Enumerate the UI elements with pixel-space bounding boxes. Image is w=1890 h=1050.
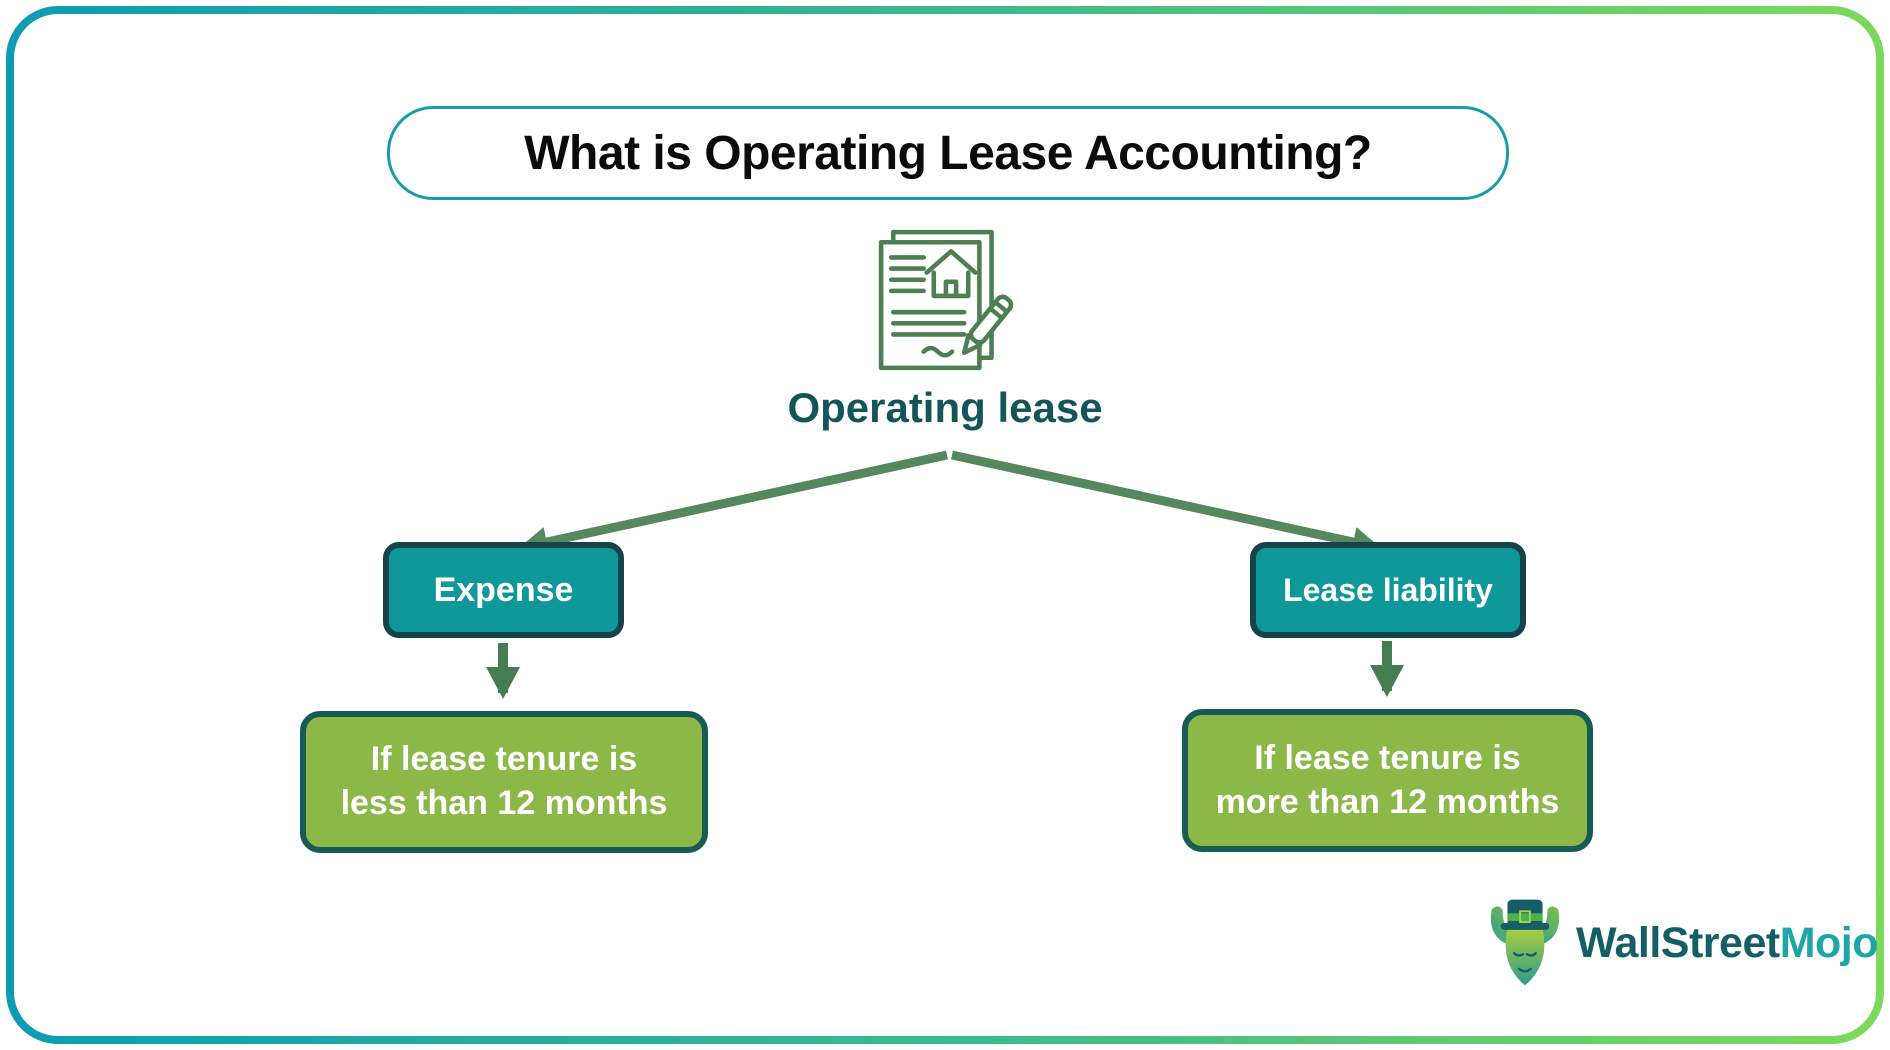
wordmark-wallstreet: WallStreet — [1576, 918, 1780, 967]
title-pill: What is Operating Lease Accounting? — [387, 106, 1509, 200]
signature-squiggle — [921, 345, 955, 358]
pencil-shape — [961, 294, 1014, 355]
house-walls-shape — [931, 270, 971, 299]
condition-box-lease-liability: If lease tenure is more than 12 months — [1182, 709, 1593, 852]
house-door-shape — [943, 279, 959, 299]
page-title: What is Operating Lease Accounting? — [524, 126, 1372, 180]
condition-expense-line1: If lease tenure is — [370, 740, 638, 779]
text-lines-top — [888, 255, 926, 294]
lease-agreement-document-icon — [868, 224, 1030, 376]
node-expense: Expense — [383, 542, 624, 638]
node-lease-liability: Lease liability — [1250, 542, 1526, 638]
condition-box-expense: If lease tenure is less than 12 months — [300, 711, 708, 853]
condition-liability-line1: If lease tenure is — [1254, 738, 1521, 777]
wordmark-mojo: Mojo — [1779, 918, 1879, 967]
node-lease-liability-label: Lease liability — [1283, 571, 1493, 608]
house-roof-shape — [924, 249, 978, 275]
condition-liability-line2: more than 12 months — [1215, 782, 1560, 821]
root-node-label: Operating lease — [787, 384, 1103, 431]
condition-expense-line2: less than 12 months — [340, 784, 668, 822]
node-expense-label: Expense — [433, 570, 574, 609]
text-lines-bottom — [890, 309, 967, 337]
bull-mascot-icon — [1490, 899, 1560, 986]
back-page-shape — [890, 229, 994, 361]
